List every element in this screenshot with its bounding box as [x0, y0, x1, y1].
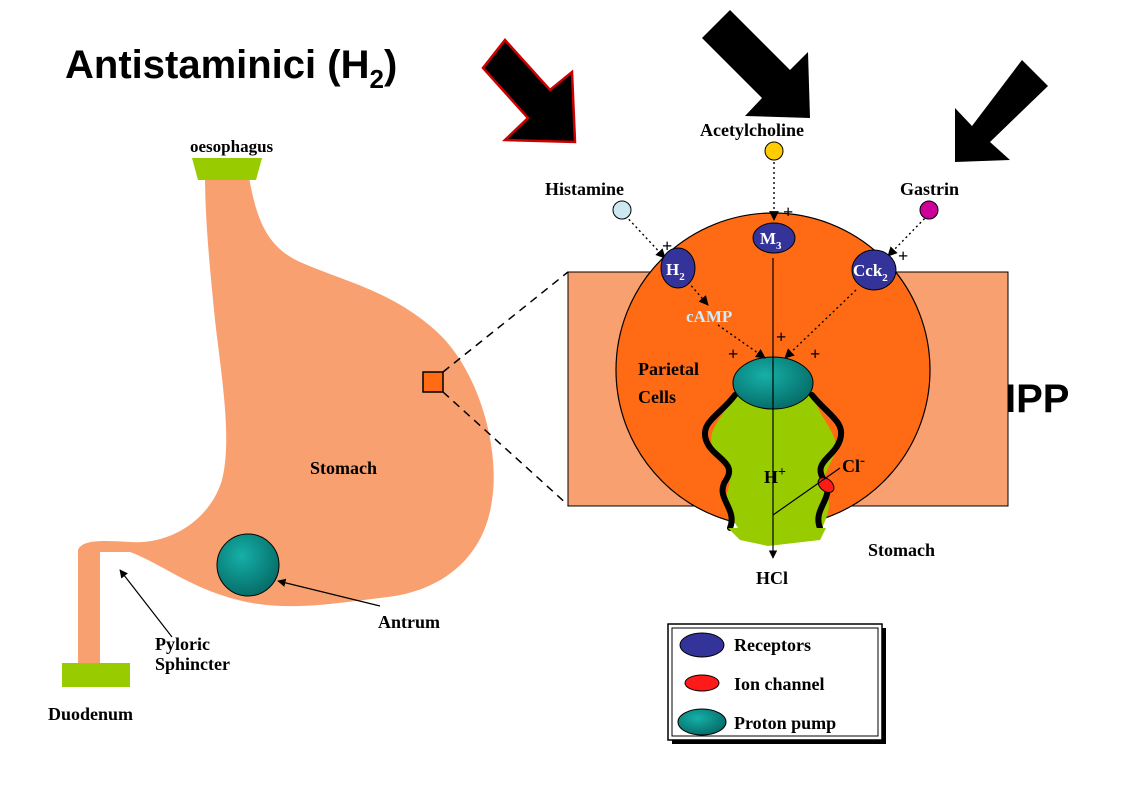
gastrin-label: Gastrin [900, 179, 959, 199]
legend-proton-pump-label: Proton pump [734, 713, 836, 733]
canaliculus-wall-left [701, 392, 738, 531]
h-plus-label: H+ [764, 465, 786, 487]
ipp-label: IPP [1005, 377, 1069, 421]
plus-cck: + [898, 246, 908, 266]
h2-to-camp-arrow [687, 281, 709, 306]
lumen-opening [728, 528, 826, 546]
duodenum-block [62, 663, 130, 687]
cck-to-pump-arrow [784, 289, 857, 359]
gastrin-arrow [955, 60, 1048, 162]
acetylcholine-arrow [702, 10, 810, 118]
title-sub: 2 [369, 64, 383, 94]
histamine-label: Histamine [545, 179, 624, 199]
oesophagus-cap [192, 158, 262, 180]
plus-center: + [776, 327, 786, 347]
plus-h2: + [662, 236, 672, 256]
histamine-to-h2-arrow [621, 211, 666, 259]
pyloric-label-line1: Pyloric [155, 634, 210, 654]
m3-receptor-label: M3 [760, 229, 782, 252]
title-main: Antistaminici (H [65, 43, 369, 87]
h2-receptor [660, 247, 696, 289]
cl-minus-label: Cl- [842, 453, 865, 476]
title: Antistaminici (H2) [65, 43, 397, 94]
m3-receptor [752, 222, 796, 254]
legend-inner-border [671, 627, 879, 737]
oesophagus-label: oesophagus [190, 137, 274, 156]
legend-ion-channel-label: Ion channel [734, 674, 825, 694]
legend-receptors-label: Receptors [734, 635, 811, 655]
cell-stomach-label: Stomach [868, 540, 935, 560]
legend: Receptors Ion channel Proton pump [667, 623, 886, 744]
title-close: ) [384, 43, 397, 87]
hcl-label: HCl [756, 568, 788, 588]
legend-ion-channel-swatch [684, 674, 720, 692]
canaliculus-wall-right [809, 392, 845, 531]
antrum-pointer [277, 578, 381, 607]
parietal-label-line2: Cells [638, 387, 676, 407]
plus-m3: + [783, 202, 793, 222]
h2-receptor-label: H2 [666, 260, 685, 283]
antrum-label: Antrum [378, 612, 440, 632]
acetylcholine-molecule [764, 141, 784, 161]
parietal-label-line1: Parietal [638, 359, 699, 379]
stomach-organ [78, 172, 494, 665]
zoom-region-box [422, 371, 444, 393]
duodenum-label: Duodenum [48, 704, 133, 724]
camp-label: cAMP [686, 307, 732, 326]
chloride-line [772, 467, 841, 516]
cck2-receptor [851, 249, 897, 291]
pyloric-pointer [119, 569, 173, 638]
legend-receptor-swatch [679, 632, 725, 658]
zoom-line-top [442, 271, 569, 373]
pyloric-label-line2: Sphincter [155, 654, 230, 674]
legend-proton-pump-swatch [677, 708, 727, 736]
cck2-receptor-label: Cck2 [853, 261, 888, 284]
canaliculus-lumen [711, 395, 837, 528]
plus-camp: + [728, 344, 738, 364]
antrum-circle [216, 533, 280, 597]
gastrin-molecule [919, 200, 939, 220]
acetylcholine-label: Acetylcholine [700, 120, 804, 140]
svg-text:Antistaminici (H2): Antistaminici (H2) [65, 43, 397, 94]
stomach-label: Stomach [310, 458, 377, 478]
plus-gastrin-path: + [810, 344, 820, 364]
zoom-line-bottom [442, 391, 569, 506]
histamine-molecule [612, 200, 632, 220]
antihistamine-arrow [481, 38, 577, 144]
